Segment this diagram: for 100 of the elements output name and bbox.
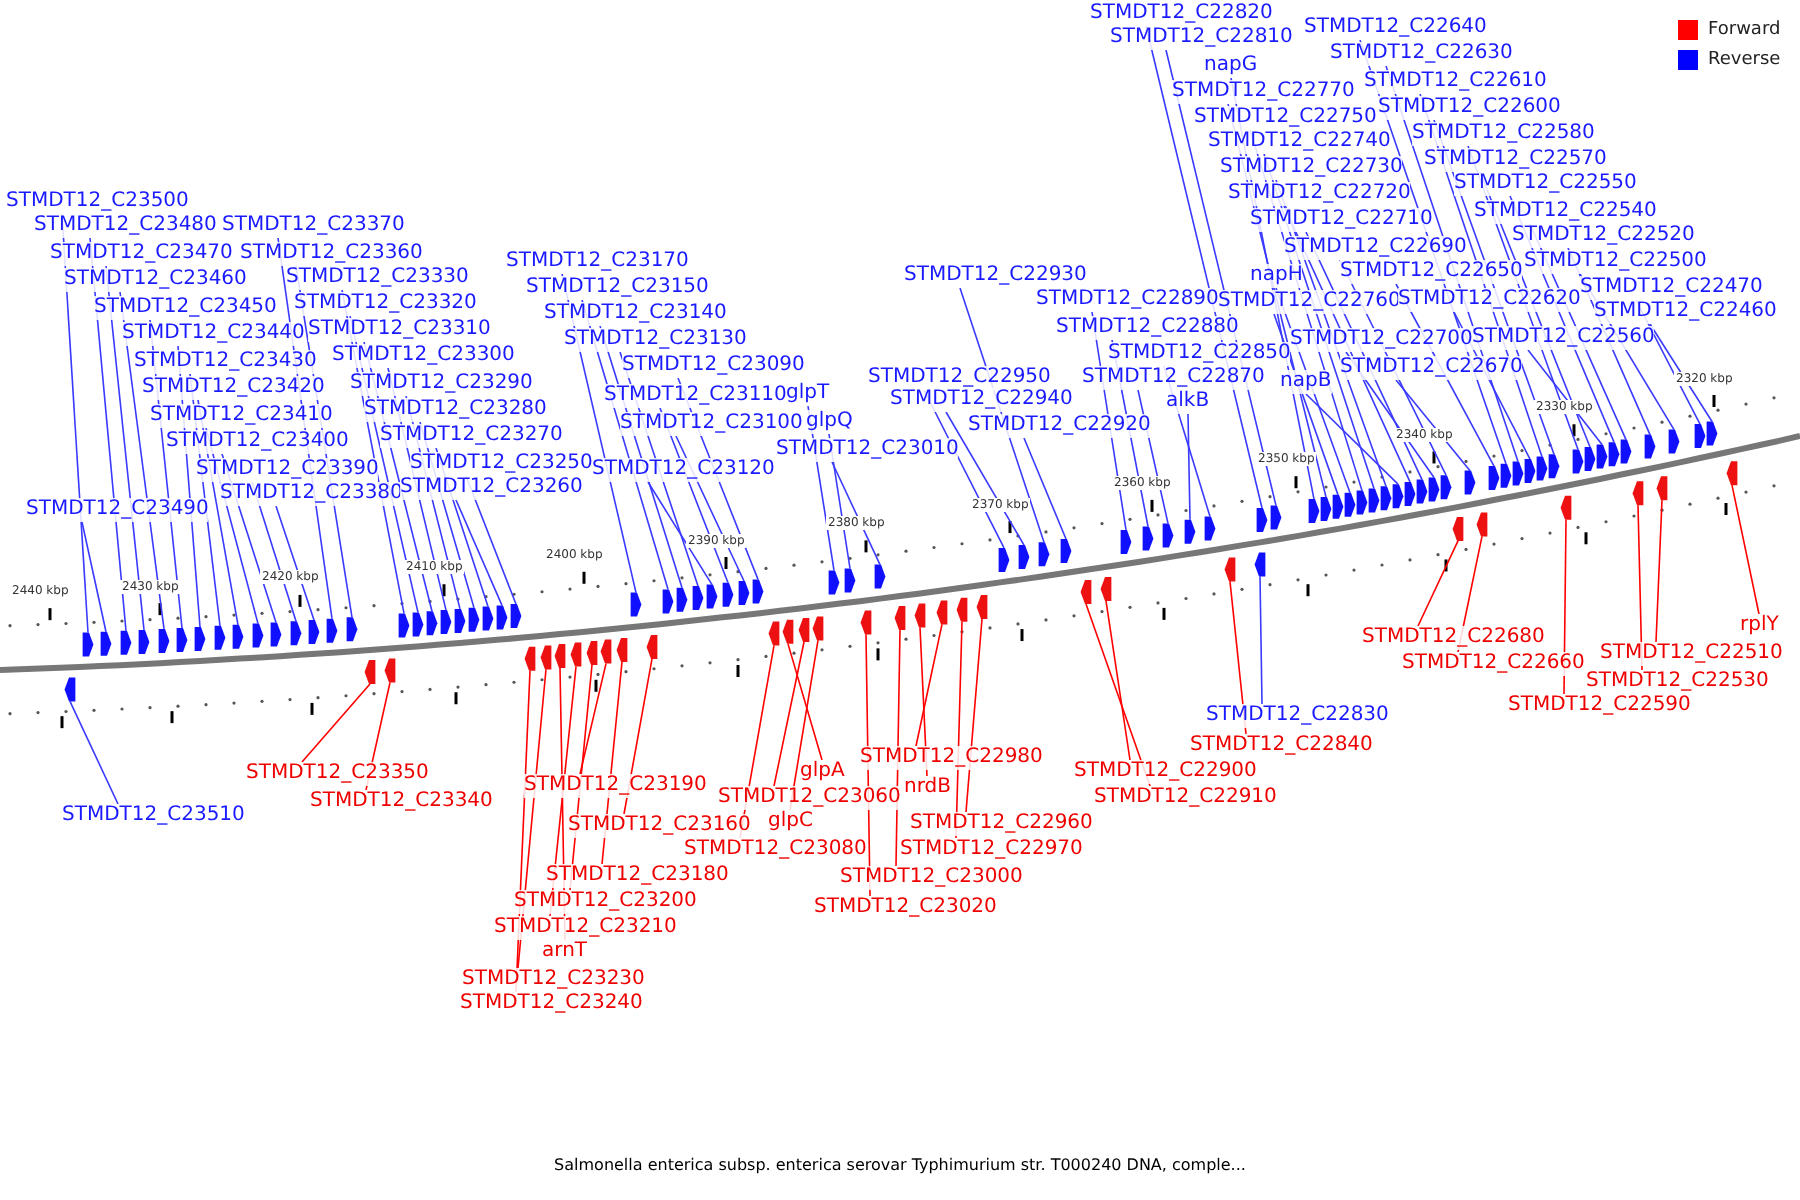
gene-label: STMDT12_C23460 (64, 268, 247, 292)
gene-label: STMDT12_C23290 (350, 372, 533, 396)
gene-label: STMDT12_C22510 (1600, 642, 1783, 666)
gene-label: STMDT12_C23020 (814, 896, 997, 920)
gene-marker (412, 612, 424, 637)
gene-marker (540, 645, 552, 670)
gene-marker (194, 627, 206, 651)
gene-marker (630, 592, 642, 617)
leader-line (915, 623, 943, 747)
gene-label: STMDT12_C22830 (1206, 704, 1389, 728)
leader-line (1259, 575, 1263, 705)
gene-marker (1560, 495, 1572, 520)
gene-label: napG (1204, 54, 1258, 78)
gene-marker (1548, 454, 1560, 479)
gene-label: STMDT12_C23340 (310, 790, 493, 814)
gene-label: STMDT12_C23380 (220, 482, 403, 506)
gene-marker (100, 631, 112, 656)
gene-marker (440, 610, 452, 634)
leader-line (301, 683, 371, 763)
gene-marker (1524, 459, 1536, 483)
gene-label: STMDT12_C23510 (62, 804, 245, 828)
leader-line (275, 505, 315, 621)
gene-marker (874, 564, 886, 589)
gene-label: glpA (800, 760, 845, 784)
gene-label: STMDT12_C22730 (1220, 156, 1403, 180)
gene-label: STMDT12_C22530 (1586, 670, 1769, 694)
gene-marker (426, 611, 438, 636)
gene-label: STMDT12_C22870 (1082, 366, 1265, 390)
gene-label: STMDT12_C23300 (332, 344, 515, 368)
gene-marker (1536, 456, 1548, 481)
gene-marker (1142, 526, 1154, 551)
gene-marker (860, 610, 872, 635)
gene-marker (1644, 434, 1656, 459)
gene-label: STMDT12_C23250 (410, 452, 593, 476)
gene-marker (158, 629, 170, 653)
gene-label: STMDT12_C22720 (1228, 182, 1411, 206)
gene-label: STMDT12_C23310 (308, 318, 491, 342)
gene-label: STMDT12_C23350 (246, 762, 429, 786)
gene-label: STMDT12_C23140 (544, 302, 727, 326)
gene-marker (384, 658, 396, 683)
gene-label: STMDT12_C23410 (150, 404, 333, 428)
gene-marker (1368, 488, 1380, 513)
gene-label: STMDT12_C23200 (514, 890, 697, 914)
gene-marker (1464, 470, 1476, 495)
gene-marker (936, 600, 948, 625)
gene-label: glpT (786, 382, 830, 406)
gene-label: STMDT12_C23080 (684, 838, 867, 862)
gene-label: STMDT12_C23180 (546, 864, 729, 888)
gene-label: STMDT12_C22590 (1508, 694, 1691, 718)
gene-label: STMDT12_C23230 (462, 968, 645, 992)
gene-label: STMDT12_C23330 (286, 266, 469, 290)
gene-marker (600, 639, 612, 664)
gene-marker (1572, 449, 1584, 474)
gene-marker (844, 568, 856, 593)
gene-marker (1270, 505, 1282, 530)
leader-line (1417, 540, 1459, 627)
gene-marker (894, 606, 906, 630)
gene-marker (138, 630, 150, 654)
gene-marker (270, 622, 282, 647)
gene-label: STMDT12_C23130 (564, 328, 747, 352)
gene-marker (1204, 516, 1216, 541)
gene-label: STMDT12_C23280 (364, 398, 547, 422)
gene-marker (1694, 424, 1706, 448)
gene-marker (828, 570, 840, 595)
leader-line (831, 461, 881, 566)
leader-line (1731, 484, 1760, 615)
gene-marker (616, 638, 628, 662)
gene-marker (496, 605, 508, 630)
gene-marker (1332, 494, 1344, 519)
gene-label: STMDT12_C22710 (1250, 208, 1433, 232)
gene-marker (782, 619, 794, 644)
gene-marker (1080, 580, 1092, 604)
gene-marker (646, 635, 658, 659)
gene-label: STMDT12_C22970 (900, 838, 1083, 862)
gene-label: STMDT12_C22920 (968, 414, 1151, 438)
gene-label: STMDT12_C22670 (1340, 356, 1523, 380)
leader-line (1649, 323, 1713, 423)
gene-marker (956, 597, 968, 622)
gene-marker (1018, 545, 1030, 569)
gene-label: STMDT12_C22900 (1074, 760, 1257, 784)
gene-label: STMDT12_C22630 (1330, 42, 1513, 66)
gene-marker (1726, 461, 1738, 486)
gene-label: STMDT12_C23270 (380, 424, 563, 448)
gene-marker (454, 609, 466, 633)
gene-label: STMDT12_C23440 (122, 322, 305, 346)
gene-label: STMDT12_C22950 (868, 366, 1051, 390)
gene-marker (914, 603, 926, 628)
gene-marker (768, 621, 780, 646)
gene-label: STMDT12_C22500 (1524, 250, 1707, 274)
gene-marker (692, 586, 704, 610)
gene-label: STMDT12_C23360 (240, 242, 423, 266)
gene-marker (524, 646, 536, 671)
gene-marker (346, 617, 358, 642)
gene-marker (1380, 486, 1392, 511)
gene-marker (1060, 539, 1072, 563)
gene-label: STMDT12_C23450 (94, 296, 277, 320)
gene-marker (570, 642, 582, 667)
gene-label: STMDT12_C23420 (142, 376, 325, 400)
gene-marker (82, 632, 94, 657)
gene-label: STMDT12_C23190 (524, 774, 707, 798)
